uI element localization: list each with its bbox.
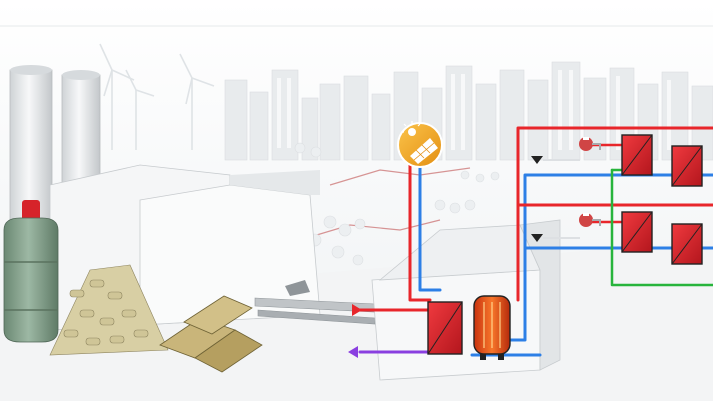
gas-bottle-icon — [3, 200, 59, 343]
firewood-stack — [159, 295, 263, 373]
hot-inflow-arrow-icon — [352, 304, 362, 316]
cold-pipe — [418, 148, 442, 292]
trees — [294, 142, 500, 266]
tap-icon — [579, 213, 601, 227]
cold-pipe — [508, 173, 713, 342]
wind-turbine-icon — [99, 43, 215, 150]
heating-loop — [610, 168, 713, 287]
fuel-conveyor — [254, 280, 376, 325]
solar-panel-icon — [397, 121, 443, 168]
city-windows — [277, 70, 671, 150]
tap-icon — [579, 137, 601, 151]
heat-exchanger-units — [427, 134, 703, 355]
wood-pellets-pile — [49, 264, 169, 356]
return-outflow-arrow-icon — [348, 346, 358, 358]
hot-pipe — [408, 148, 432, 302]
power-plant-chimneys — [9, 65, 101, 241]
city-skyline — [224, 61, 713, 161]
valve-icon — [531, 156, 543, 164]
storage-boiler — [473, 295, 511, 360]
valve-icon — [531, 234, 543, 242]
hot-pipe — [516, 126, 713, 302]
